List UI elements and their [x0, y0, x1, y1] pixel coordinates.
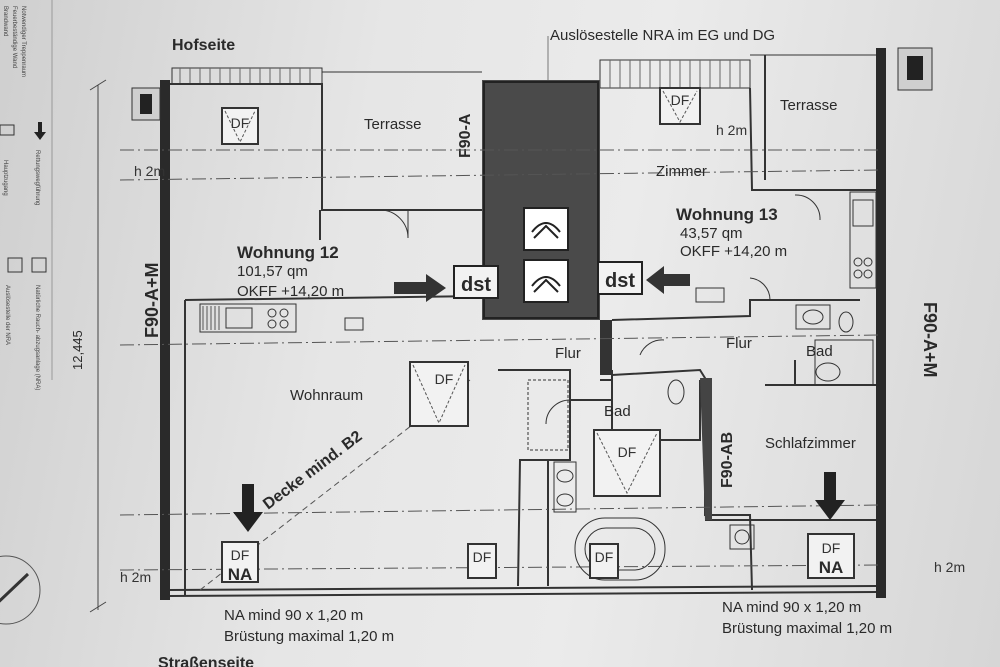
- height-label: h 2m: [716, 122, 747, 138]
- vent-right: dst: [597, 261, 690, 295]
- stair-shaft: [482, 80, 612, 375]
- dimension-label: 12,445: [70, 330, 85, 370]
- legend-item: Notwendiger Treppenraum: [20, 6, 26, 77]
- apartment-13-area: 43,57 qm: [680, 225, 743, 242]
- height-label: h 2m: [934, 559, 965, 575]
- street-side-label: Straßenseite: [158, 655, 254, 667]
- emergency-exit: DF NA: [221, 484, 263, 584]
- skylight-label: DF: [473, 549, 492, 565]
- apartment-12-name: Wohnung 12: [237, 243, 339, 262]
- bath-fixtures: [527, 304, 874, 581]
- room-hall-13: Flur: [726, 335, 752, 352]
- parapet-note: Brüstung maximal 1,20 m: [722, 620, 892, 637]
- skylight: DF: [409, 361, 469, 427]
- parapet-note: Brüstung maximal 1,20 m: [224, 628, 394, 645]
- room-13: Zimmer: [656, 163, 707, 180]
- room-living: Wohnraum: [290, 387, 363, 404]
- doors: [379, 194, 821, 425]
- room-terrace-12: Terrasse: [364, 116, 422, 133]
- exit-size-note: NA mind 90 x 1,20 m: [224, 607, 363, 624]
- nra-symbol: [523, 207, 569, 251]
- room-hall-12: Flur: [555, 345, 581, 362]
- skylight-label: DF: [595, 549, 614, 565]
- exit-size-note: NA mind 90 x 1,20 m: [722, 599, 861, 616]
- vent-left: dst: [394, 265, 499, 302]
- exit-label: NA: [819, 558, 844, 577]
- firewall-left: [160, 80, 170, 600]
- exit-label: NA: [228, 565, 253, 584]
- skylight-label: DF: [231, 115, 250, 131]
- nra-icon: [7, 257, 23, 273]
- firewall-right: [876, 48, 886, 598]
- arrow-icon: [34, 122, 46, 140]
- legend-symbol: [0, 124, 15, 136]
- emergency-exit: DF NA: [807, 472, 855, 579]
- skylight: DF: [659, 87, 701, 125]
- legend-item: Rettungswegführung: [34, 150, 40, 205]
- kitchen-13: [849, 191, 877, 289]
- vent-label: dst: [605, 270, 635, 292]
- courtyard-side-label: Hofseite: [172, 37, 235, 54]
- skylight-label: DF: [231, 547, 250, 563]
- compass-icon: [0, 555, 41, 625]
- room-bath-13: Bad: [806, 343, 833, 360]
- skylight: DF: [467, 543, 497, 579]
- wall-label-bath13: F90-AB: [719, 432, 736, 488]
- wall-label-center: F90-A: [457, 113, 474, 158]
- vent-label: dst: [461, 274, 491, 296]
- legend-item: Feuerbeständige Wand: [11, 6, 17, 68]
- legend-item: Brandwand: [2, 6, 8, 36]
- ceiling-note: Decke mind. B2: [260, 428, 365, 513]
- height-label: h 2m: [120, 569, 151, 585]
- legend-item: Auslösestelle der NRA: [4, 285, 10, 345]
- height-label: h 2m: [134, 163, 165, 179]
- nra-symbol: [523, 259, 569, 303]
- apartment-13-name: Wohnung 13: [676, 205, 778, 224]
- room-bedroom: Schlafzimmer: [765, 435, 856, 452]
- trigger-point-label: Auslösestelle NRA im EG und DG: [550, 27, 775, 44]
- skylight-label: DF: [822, 540, 841, 556]
- skylight: DF: [589, 543, 619, 579]
- dimension-line: 12,445: [70, 79, 107, 613]
- wall-label-left: F90-A+M: [142, 262, 162, 338]
- wall-label-right: F90-A+M: [920, 302, 940, 378]
- room-bath-12: Bad: [604, 403, 631, 420]
- counter: [695, 287, 725, 303]
- wall-plate: [907, 56, 923, 80]
- skylight-label: DF: [671, 92, 690, 108]
- skylight: DF: [221, 107, 259, 145]
- legend-item: Natürliche Rauch- abzugsanlage (NRA): [34, 285, 40, 390]
- wall-plate: [140, 94, 152, 114]
- skylight-label: DF: [435, 371, 454, 387]
- room-terrace-13: Terrasse: [780, 97, 838, 114]
- apartment-13-okff: OKFF +14,20 m: [680, 243, 787, 260]
- legend-item: Hauptzugang: [2, 160, 8, 196]
- skylight-label: DF: [618, 444, 637, 460]
- legend: Brandwand Feuerbeständige Wand Notwendig…: [0, 0, 53, 390]
- apartment-12-area: 101,57 qm: [237, 263, 308, 280]
- skylight: DF: [593, 429, 661, 497]
- nra-icon: [31, 257, 47, 273]
- apartment-12-okff: OKFF +14,20 m: [237, 283, 344, 300]
- kitchen-12: [199, 303, 364, 333]
